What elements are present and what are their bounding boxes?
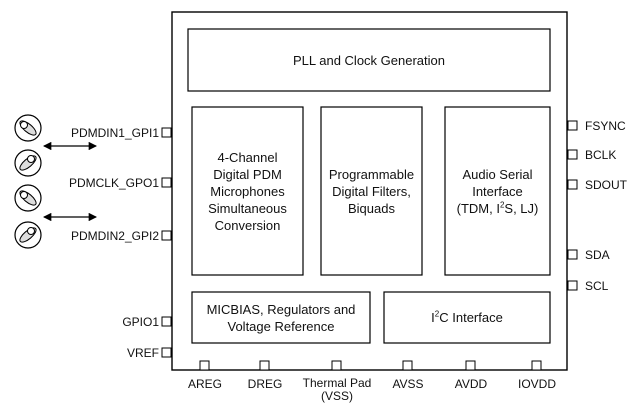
asi-label-prefix: Audio Serial Interface (TDM, I (456, 166, 533, 216)
pin-avss (402, 360, 413, 371)
pin-pdmdin2 (161, 230, 172, 241)
pin-iovdd (531, 360, 542, 371)
pin-avdd (465, 360, 476, 371)
pin-label-sda: SDA (585, 248, 610, 262)
pin-label-thermal: Thermal Pad (VSS) (302, 376, 372, 403)
filters-block-label: Programmable Digital Filters, Biquads (328, 166, 415, 216)
pin-label-gpio1: GPIO1 (122, 315, 159, 329)
pdm-block-label: 4-Channel Digital PDM Microphones Simult… (208, 149, 287, 233)
i2c-label-sup: 2 (434, 309, 440, 319)
pin-label-pdmdin1: PDMDIN1_GPI1 (70, 126, 159, 140)
i2c-block-label: I2C Interface (384, 292, 550, 343)
mic-2-icon (14, 149, 42, 177)
pin-fsync (567, 120, 578, 131)
i2c-block (383, 291, 551, 344)
i2c-label-suffix: C Interface (439, 310, 503, 325)
bottom-pin-squares (199, 360, 542, 371)
pin-dreg (259, 360, 270, 371)
pll-block (187, 28, 551, 92)
mic-1-icon (14, 114, 42, 142)
micbias-block (191, 291, 371, 344)
pin-sdout (567, 179, 578, 190)
pin-label-vref: VREF (126, 346, 159, 360)
pin-label-dreg: DREG (247, 377, 283, 391)
pin-label-iovdd: IOVDD (517, 377, 557, 391)
pin-label-fsync: FSYNC (585, 119, 626, 133)
asi-label-suffix: S, LJ) (504, 200, 539, 216)
pin-vref (161, 347, 172, 358)
pin-pdmdin1 (161, 127, 172, 138)
asi-label-sup: 2 (499, 200, 505, 210)
pin-label-areg: AREG (187, 377, 223, 391)
pin-sda (567, 249, 578, 260)
pin-label-bclk: BCLK (585, 148, 617, 162)
pin-bclk (567, 149, 578, 160)
pin-thermal (331, 360, 342, 371)
pin-pdmclk (161, 177, 172, 188)
pll-block-label: PLL and Clock Generation (292, 52, 445, 68)
asi-block-label: Audio Serial Interface (TDM, I2S, LJ) (445, 107, 550, 275)
pdm-block (191, 106, 304, 276)
pin-label-sdout: SDOUT (585, 178, 627, 192)
pin-label-pdmclk: PDMCLK_GPO1 (68, 176, 159, 190)
filters-block (320, 106, 423, 276)
asi-block (444, 106, 551, 276)
mic-4-icon (14, 221, 42, 249)
pin-gpio1 (161, 316, 172, 327)
mic-3-icon (14, 184, 42, 212)
pin-label-pdmdin2: PDMDIN2_GPI2 (70, 229, 159, 243)
micbias-block-label: MICBIAS, Regulators and Voltage Referenc… (206, 301, 356, 334)
right-pin-squares (567, 120, 578, 291)
pin-label-avss: AVSS (392, 377, 424, 391)
left-pin-squares (161, 127, 172, 358)
pin-areg (199, 360, 210, 371)
i2c-label-prefix: I (431, 310, 435, 325)
pin-label-avdd: AVDD (454, 377, 488, 391)
pin-label-scl: SCL (585, 279, 609, 293)
pin-scl (567, 280, 578, 291)
